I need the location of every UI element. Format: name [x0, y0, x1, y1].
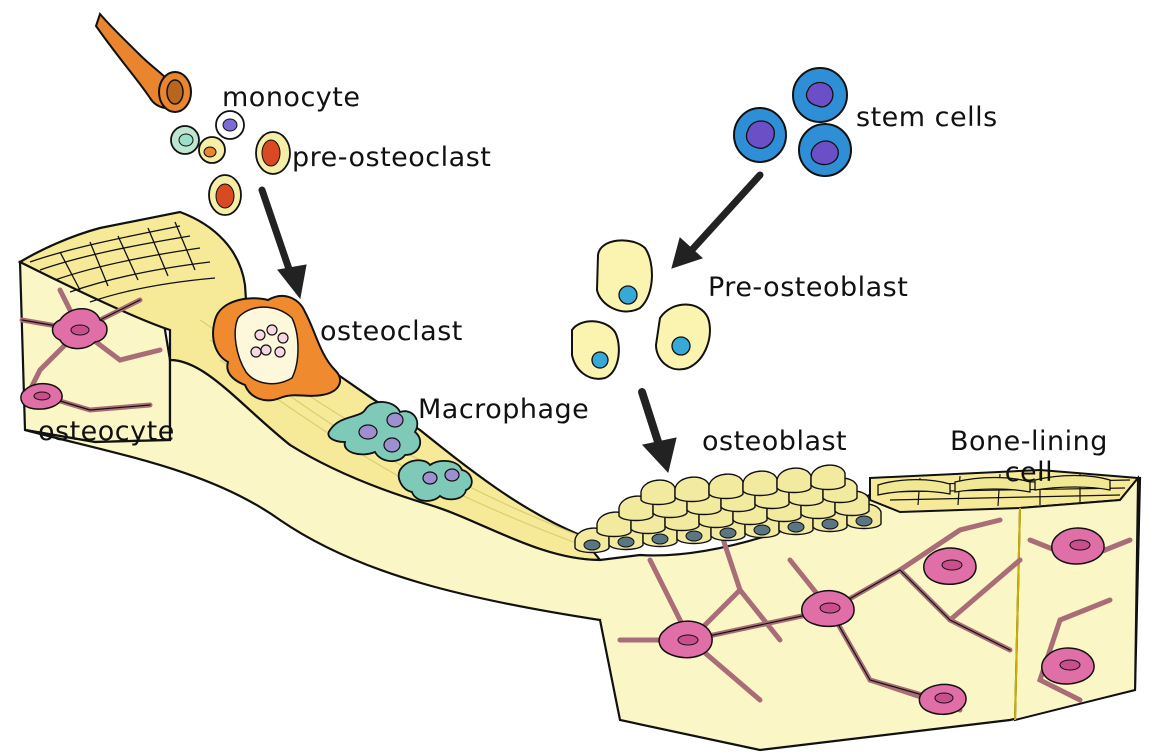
- label-osteoblast: osteoblast: [702, 428, 847, 455]
- arrow-pre-osteoblast-to-osteoblast: [642, 392, 676, 472]
- blood-vessel: [96, 14, 191, 112]
- pre-osteoblast-cell: [572, 321, 619, 379]
- label-bone-lining-cell: Bone-lining cell: [950, 428, 1108, 486]
- label-osteoclast: osteoclast: [320, 318, 463, 345]
- label-bone-lining-line2: cell: [950, 459, 1108, 486]
- osteoblast-cell: [675, 477, 709, 501]
- stem-cell: [734, 108, 786, 162]
- label-pre-osteoblast: Pre-osteoblast: [708, 274, 908, 301]
- osteocyte-cell: [21, 384, 62, 409]
- arrow-stem-to-pre-osteoblast: [672, 175, 760, 268]
- pre-osteoclast-cell: [209, 175, 241, 215]
- monocyte-cells: [171, 111, 244, 163]
- osteocyte-cell: [802, 591, 854, 627]
- stem-cell: [799, 124, 851, 176]
- osteoblast-cell: [743, 471, 777, 495]
- monocyte-cell: [199, 137, 225, 163]
- stem-cells: [734, 68, 851, 176]
- osteocyte-cell: [919, 684, 966, 714]
- osteoblast-cell: [709, 474, 743, 498]
- monocyte-cell: [171, 126, 199, 154]
- osteoblast-cell: [641, 480, 675, 504]
- osteocyte-cell: [1052, 528, 1104, 564]
- bone-right-front: [1015, 478, 1138, 720]
- pre-osteoblast-cell: [597, 240, 652, 311]
- pre-osteoclast-cell: [256, 132, 290, 174]
- arrow-pre-osteoclast-to-osteoclast: [262, 190, 306, 298]
- monocyte-cell: [216, 111, 244, 139]
- label-macrophage: Macrophage: [418, 396, 589, 423]
- osteocyte-cell: [1042, 648, 1094, 684]
- label-stem-cells: stem cells: [856, 104, 998, 131]
- osteoblast-cell: [777, 468, 811, 492]
- osteocyte-cell: [924, 548, 976, 584]
- label-monocyte: monocyte: [222, 84, 360, 111]
- pre-osteoblast-cell: [656, 305, 710, 370]
- label-pre-osteoclast: pre-osteoclast: [292, 144, 491, 171]
- label-bone-lining-line1: Bone-lining: [950, 428, 1108, 455]
- stem-cell: [793, 68, 847, 122]
- osteoblast-cell: [811, 465, 845, 489]
- label-osteocyte: osteocyte: [38, 418, 175, 445]
